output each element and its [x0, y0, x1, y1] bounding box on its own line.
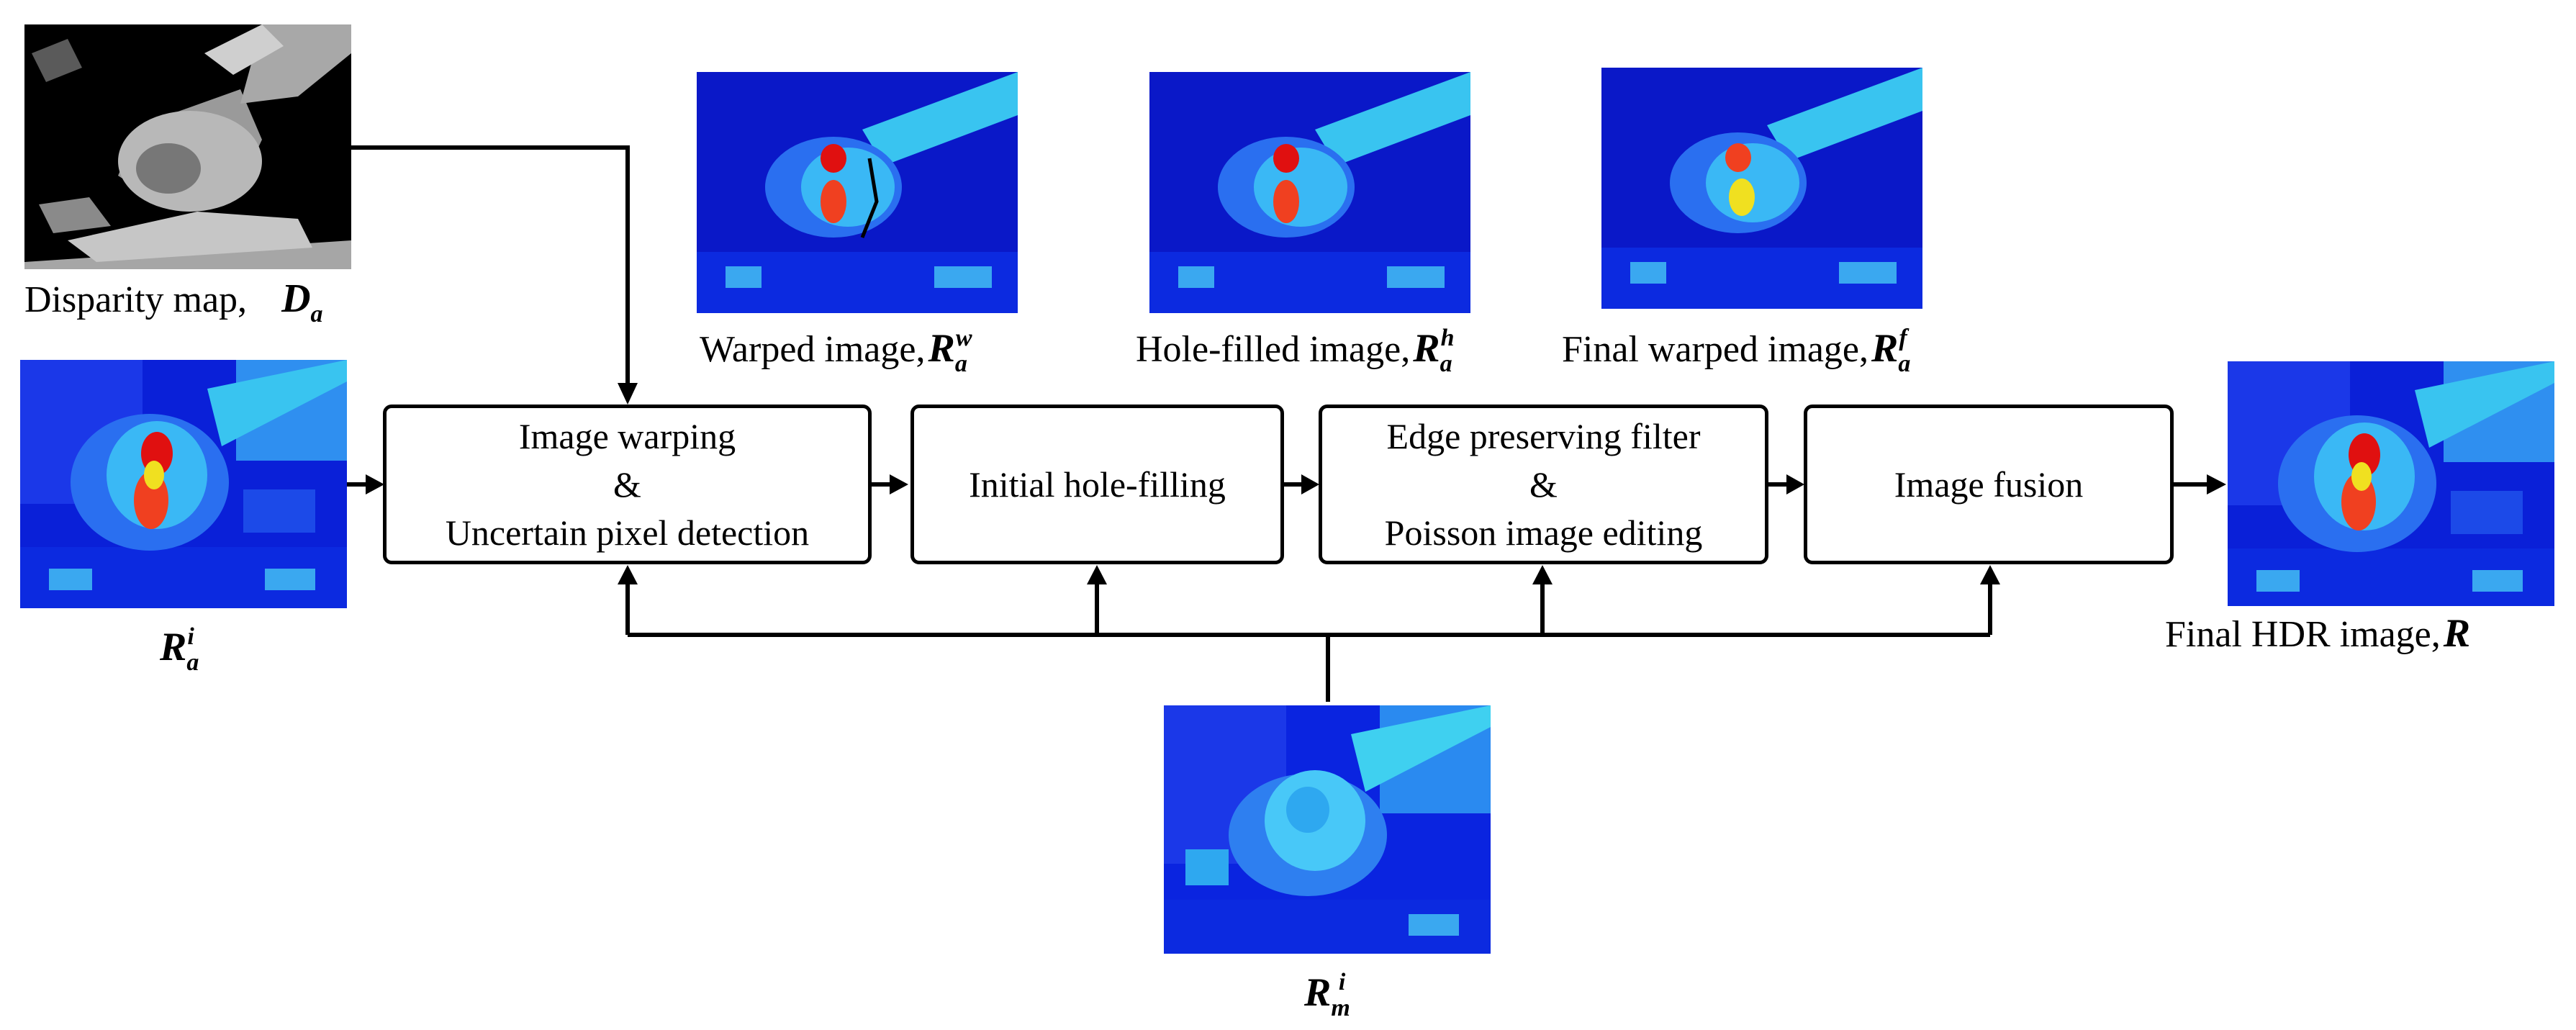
final-hdr-image: [2228, 361, 2554, 606]
input-rm-main: R: [1304, 970, 1332, 1015]
input-ra-main: R: [160, 625, 187, 669]
hole-filled-label-text: Hole-filled image,: [1136, 329, 1411, 370]
final-warped-label-text: Final warped image,: [1562, 329, 1868, 370]
input-ra-symbol: Rai: [160, 615, 199, 685]
box-initial-hole-filling-label: Initial hole-filling: [969, 464, 1226, 505]
warped-image: [697, 72, 1018, 313]
input-rm-sub: m: [1331, 995, 1350, 1021]
disparity-label-text: Disparity map,: [24, 279, 248, 320]
hole-filled-image: [1149, 72, 1470, 313]
box-image-warping-line3: Uncertain pixel detection: [445, 512, 810, 553]
final-warped-image: [1601, 68, 1922, 309]
warped-label: Warped image, Raw: [700, 317, 972, 386]
box-image-fusion-label: Image fusion: [1894, 464, 2084, 505]
box-image-fusion: Image fusion: [1804, 405, 2174, 564]
box-edge-preserving: Edge preserving filter & Poisson image e…: [1319, 405, 1768, 564]
final-warped-label: Final warped image, Raf: [1562, 317, 1911, 386]
final-hdr-symbol: R: [2443, 611, 2471, 656]
final-warped-symbol-sup: f: [1899, 325, 1907, 351]
input-rm-sup: i: [1338, 969, 1346, 995]
box-edge-preserving-line1: Edge preserving filter: [1386, 415, 1701, 456]
box-initial-hole-filling: Initial hole-filling: [910, 405, 1284, 564]
box-image-warping-line1: Image warping: [518, 415, 736, 456]
arrow-disparity-to-warping: [351, 145, 630, 390]
disparity-symbol: D: [281, 276, 311, 321]
input-ra-sup: i: [187, 623, 194, 650]
warped-symbol-main: R: [928, 326, 955, 371]
box-edge-preserving-line2: &: [1529, 464, 1558, 505]
hole-filled-label: Hole-filled image, Rah: [1136, 317, 1454, 386]
disparity-symbol-sub: a: [310, 301, 323, 327]
hole-filled-symbol-sup: h: [1440, 325, 1455, 351]
final-hdr-label-text: Final HDR image,: [2165, 614, 2441, 655]
warped-symbol-sup: w: [955, 325, 972, 351]
input-image-ra: [20, 360, 347, 608]
final-hdr-label: Final HDR image, R: [2165, 612, 2470, 665]
warped-label-text: Warped image,: [700, 329, 926, 370]
hole-filled-symbol-main: R: [1413, 326, 1440, 371]
box-edge-preserving-line3: Poisson image editing: [1384, 512, 1703, 553]
input-ra-sub: a: [186, 649, 199, 676]
final-warped-symbol-main: R: [1871, 326, 1899, 371]
disparity-label: Disparity map, Da: [24, 277, 323, 336]
warped-symbol-sub: a: [954, 351, 967, 377]
final-warped-symbol-sub: a: [1898, 351, 1911, 377]
hole-filled-symbol-sub: a: [1440, 351, 1452, 377]
box-image-warping-line2: &: [613, 464, 641, 505]
input-image-rm: [1164, 705, 1491, 954]
box-image-warping: Image warping & Uncertain pixel detectio…: [383, 405, 872, 564]
input-rm-symbol: Rmi: [1304, 961, 1350, 1030]
disparity-map-image: [24, 24, 351, 269]
